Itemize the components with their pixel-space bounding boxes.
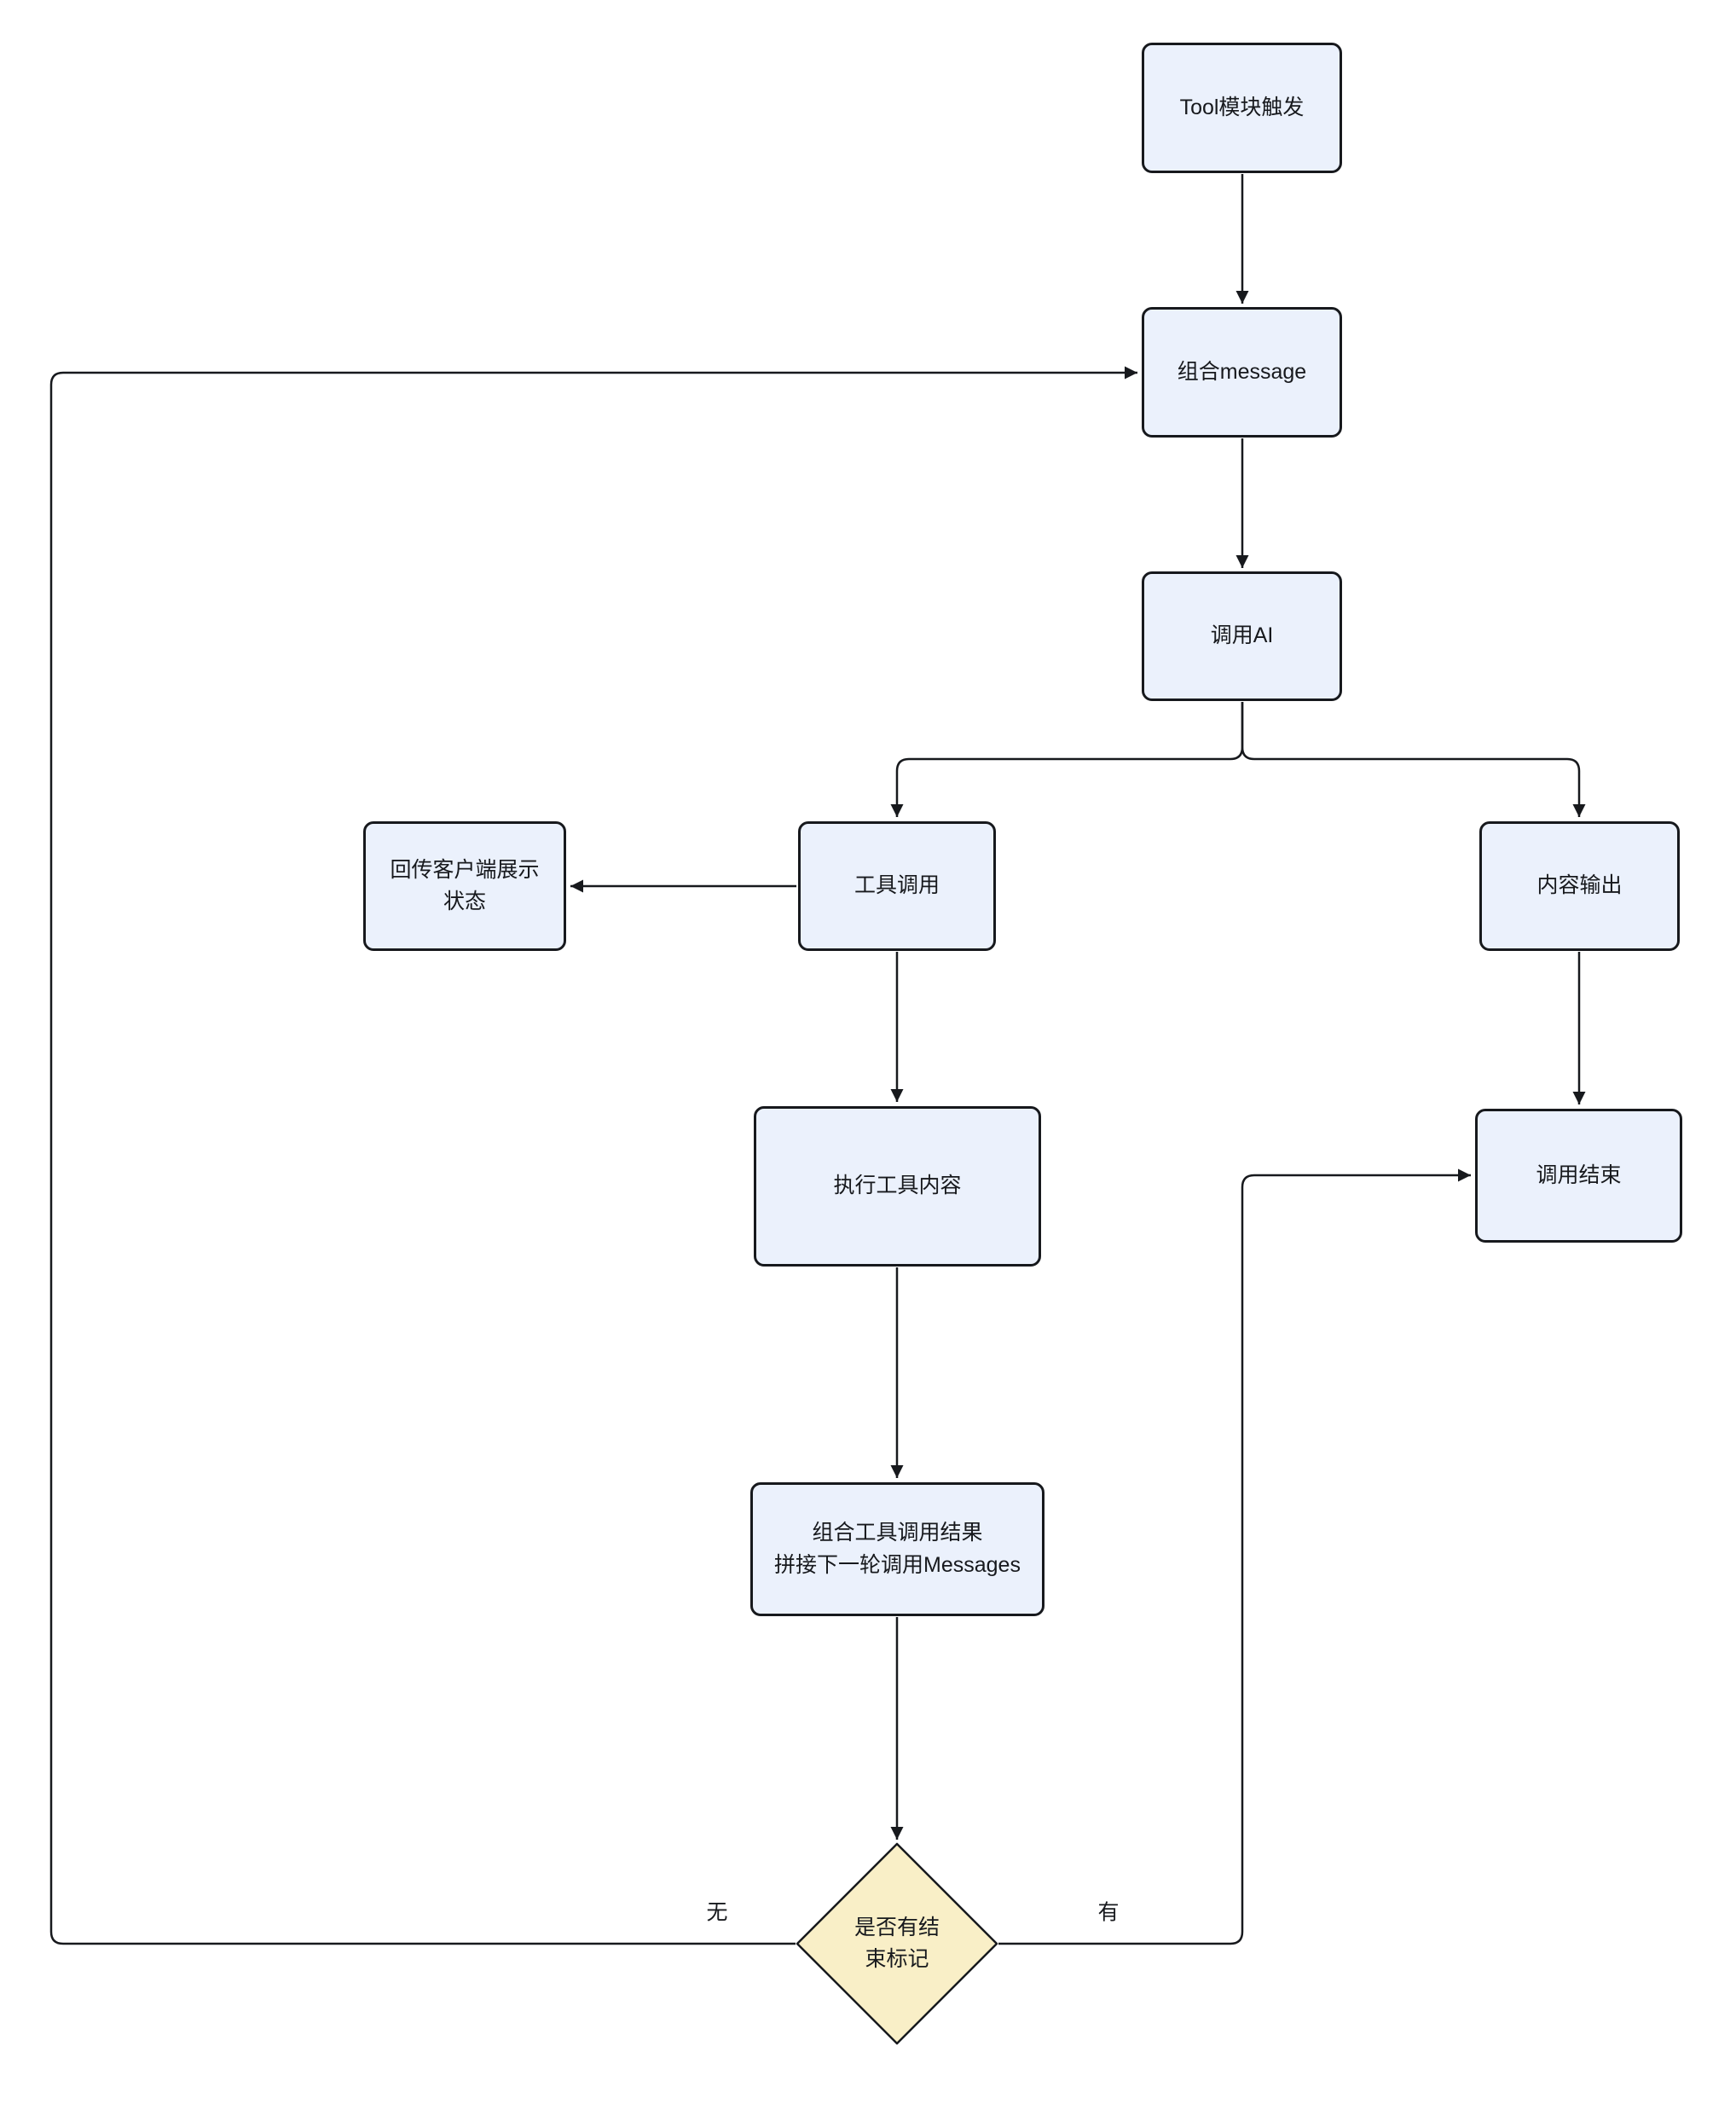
edge-decision-yes-to-callend [998, 1168, 1471, 1945]
node-call-end: 调用结束 [1475, 1109, 1682, 1243]
node-call-ai: 调用AI [1142, 571, 1342, 701]
node-combine-result: 组合工具调用结果 拼接下一轮调用Messages [750, 1482, 1044, 1616]
edge-callai-to-contentoutput [1241, 702, 1586, 817]
node-tool-call: 工具调用 [798, 821, 996, 951]
node-client-status: 回传客户端展示 状态 [363, 821, 566, 951]
node-content-output: 内容输出 [1479, 821, 1680, 951]
node-tool-trigger: Tool模块触发 [1142, 43, 1342, 173]
edge-label-no: 无 [701, 1900, 733, 1926]
edge-callai-to-toolcall [890, 702, 1244, 817]
edge-label-yes: 有 [1092, 1900, 1125, 1926]
node-combine-message: 组合message [1142, 307, 1342, 438]
decision-end-marker-label: 是否有结 束标记 [854, 1915, 940, 1972]
node-execute-tool: 执行工具内容 [754, 1106, 1041, 1267]
